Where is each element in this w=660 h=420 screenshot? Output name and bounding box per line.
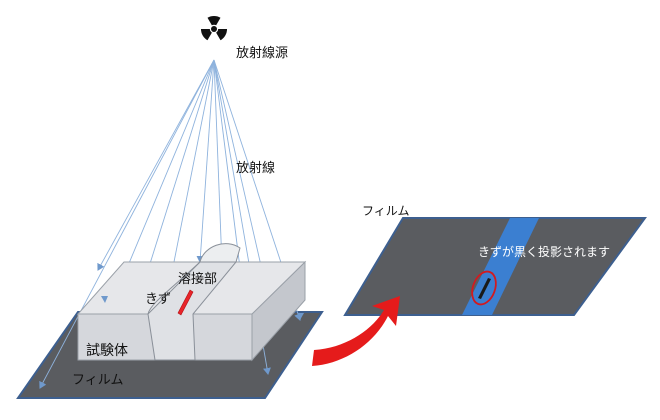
label-film-right: フィルム — [362, 204, 410, 218]
label-source: 放射線源 — [236, 45, 288, 61]
film-ray-arrows — [101, 296, 304, 320]
weld-crown — [199, 243, 241, 263]
ray — [196, 59, 215, 263]
ray — [39, 59, 215, 389]
flaw-mark — [177, 289, 194, 316]
curved-arrow-icon — [312, 296, 400, 366]
label-specimen: 試験体 — [86, 343, 128, 359]
ray — [213, 59, 226, 266]
projected-weld-band — [462, 218, 539, 315]
ray — [97, 59, 215, 271]
label-radiation: 放射線 — [236, 160, 275, 176]
ray — [213, 59, 248, 301]
label-flaw: きず — [145, 292, 171, 307]
specimen-block — [76, 243, 307, 362]
ray — [120, 59, 215, 281]
ray — [169, 59, 215, 273]
ray — [213, 59, 265, 271]
label-result: きずが黒く投影されます — [478, 244, 610, 259]
radiation-trefoil-icon — [200, 15, 228, 43]
projected-flaw — [478, 278, 491, 299]
result-film — [343, 217, 647, 316]
label-film-bottom: フィルム — [72, 373, 123, 388]
flaw-highlight-circle — [471, 270, 497, 306]
ray — [145, 59, 215, 271]
label-weld: 溶接部 — [178, 271, 217, 287]
weld-top-edge — [147, 261, 201, 315]
